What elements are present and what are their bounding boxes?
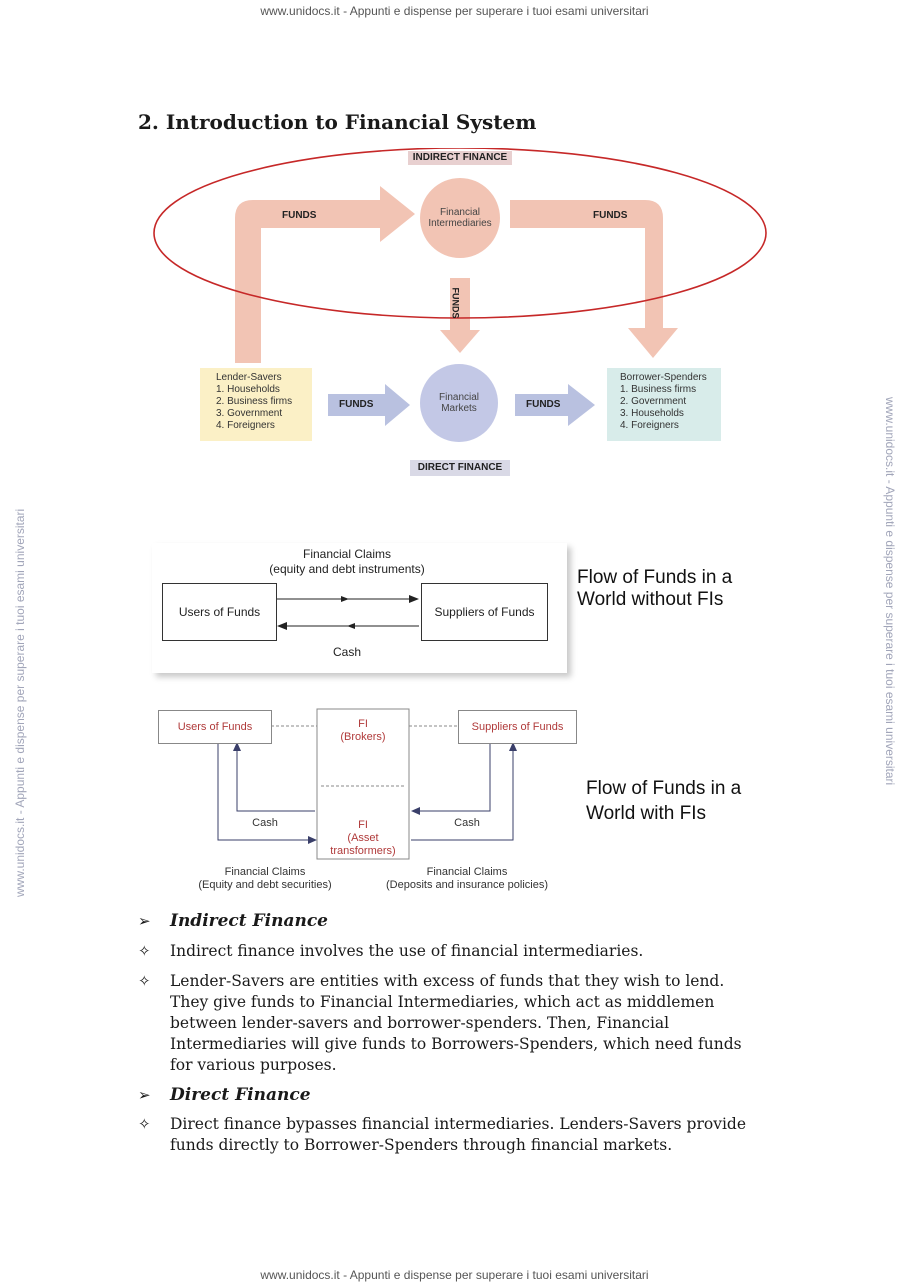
- arrow-bullet-icon: ➢: [138, 912, 151, 930]
- funds-arrow-intermediaries-to-markets: [440, 278, 480, 353]
- diagram1-arrows: [153, 148, 767, 426]
- flow-with-fis-diagram: Users of Funds Suppliers of Funds FI (Br…: [155, 708, 577, 898]
- flow-with-fis-caption: Flow of Funds in a World with FIs: [586, 778, 742, 824]
- funds-label-vertical: FUNDS: [450, 287, 461, 319]
- claims-left-label: Financial Claims (Equity and debt securi…: [198, 866, 332, 891]
- cash-label: Cash: [332, 645, 361, 659]
- funds-arrow-markets-to-borrowers: [515, 384, 595, 426]
- funds-label-top-right: FUNDS: [593, 210, 628, 221]
- page-title: 2. Introduction to Financial System: [138, 110, 537, 134]
- flow-without-fis-diagram: Financial Claims (equity and debt instru…: [152, 543, 567, 673]
- funds-label-lender-markets: FUNDS: [339, 399, 374, 410]
- star-bullet-icon: ✧: [138, 1115, 151, 1133]
- fi-users-of-funds-box: Users of Funds: [158, 710, 272, 744]
- users-of-funds-box: Users of Funds: [162, 583, 277, 641]
- funds-arrow-lender-to-intermediaries: [235, 186, 415, 363]
- fi-suppliers-of-funds-box: Suppliers of Funds: [458, 710, 577, 744]
- star-bullet-icon: ✧: [138, 972, 151, 990]
- indirect-bullet-2: Lender-Savers are entities with excess o…: [170, 972, 742, 1074]
- funds-arrow-intermediaries-to-borrowers: [510, 200, 678, 358]
- indirect-finance-label: INDIRECT FINANCE: [408, 151, 512, 165]
- flow-without-fis-caption: Flow of Funds in a World without FIs: [577, 567, 733, 610]
- suppliers-of-funds-box: Suppliers of Funds: [421, 583, 548, 641]
- watermark-top: www.unidocs.it - Appunti e dispense per …: [260, 4, 649, 18]
- fi-brokers-label: FI (Brokers): [340, 718, 386, 743]
- diagram3-lines: [217, 708, 517, 860]
- watermark-bottom: www.unidocs.it - Appunti e dispense per …: [260, 1268, 649, 1282]
- funds-arrow-lender-to-markets: [328, 384, 410, 426]
- diagram2-arrows: [277, 595, 419, 630]
- lender-savers-box: Lender-Savers 1. Households 2. Business …: [200, 368, 312, 441]
- cash-left-label: Cash: [252, 817, 278, 829]
- claims-right-label: Financial Claims (Deposits and insurance…: [385, 866, 549, 891]
- indirect-finance-heading: Indirect Finance: [170, 911, 328, 931]
- fi-asset-transformers-label: FI (Asset transformers): [330, 819, 396, 857]
- watermark-left: www.unidocs.it - Appunti e dispense per …: [13, 508, 27, 897]
- funds-label-markets-borrowers: FUNDS: [526, 399, 561, 410]
- star-bullet-icon: ✧: [138, 942, 151, 960]
- borrower-spenders-box: Borrower-Spenders 1. Business firms 2. G…: [607, 368, 721, 441]
- arrow-bullet-icon: ➢: [138, 1086, 151, 1104]
- watermark-right: www.unidocs.it - Appunti e dispense per …: [883, 397, 897, 786]
- funds-label-top-left: FUNDS: [282, 210, 317, 221]
- financial-claims-label: Financial Claims (equity and debt instru…: [269, 547, 425, 576]
- direct-bullet-1: Direct finance bypasses financial interm…: [170, 1115, 747, 1154]
- indirect-bullet-1: Indirect finance involves the use of fin…: [170, 942, 644, 960]
- direct-finance-heading: Direct Finance: [170, 1085, 311, 1105]
- indirect-finance-ellipse: [153, 148, 767, 319]
- direct-finance-label: DIRECT FINANCE: [410, 460, 510, 476]
- cash-right-label: Cash: [454, 817, 480, 829]
